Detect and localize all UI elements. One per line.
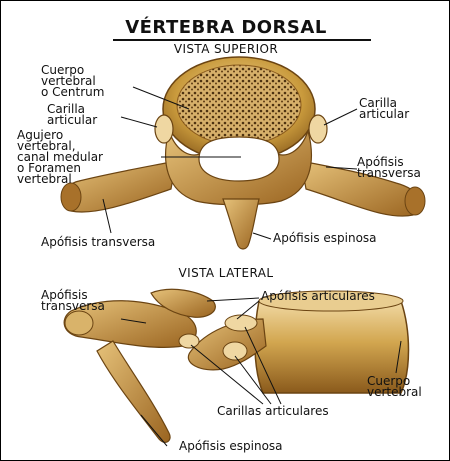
lateral-facet-2 xyxy=(223,342,247,360)
lateral-view xyxy=(64,289,408,446)
label-carilla-articular-left: Carilla articular xyxy=(47,104,97,126)
superior-facet-right xyxy=(309,115,327,143)
label-apofisis-transversa-bottom: Apófisis transversa xyxy=(41,237,155,248)
label-cuerpo-vertebral-superior: Cuerpo vertebral o Centrum xyxy=(41,65,104,98)
label-carilla-articular-right: Carilla articular xyxy=(359,98,409,120)
superior-vertebral-foramen xyxy=(199,137,279,181)
superior-facet-left xyxy=(155,115,173,143)
label-apofisis-espinosa-lateral: Apófisis espinosa xyxy=(179,441,283,452)
label-agujero-vertebral: Agujero vertebral, canal medular o Foram… xyxy=(17,130,103,185)
lateral-facet-3 xyxy=(179,334,199,348)
label-cuerpo-vertebral-lateral: Cuerpo vertebral xyxy=(367,376,422,398)
lateral-spinous-process xyxy=(97,341,170,442)
label-carillas-articulares: Carillas articulares xyxy=(217,406,329,417)
label-apofisis-transversa-right: Apófisis transversa xyxy=(357,157,421,179)
label-apofisis-transversa-lateral: Apófisis transversa xyxy=(41,290,105,312)
label-apofisis-espinosa-superior: Apófisis espinosa xyxy=(273,233,377,244)
superior-view xyxy=(61,57,425,249)
lateral-facet-1 xyxy=(225,315,257,331)
superior-spinous-process xyxy=(223,199,259,249)
superior-body-spongy-surface xyxy=(177,65,301,145)
label-apofisis-articulares: Apófisis articulares xyxy=(261,291,375,302)
